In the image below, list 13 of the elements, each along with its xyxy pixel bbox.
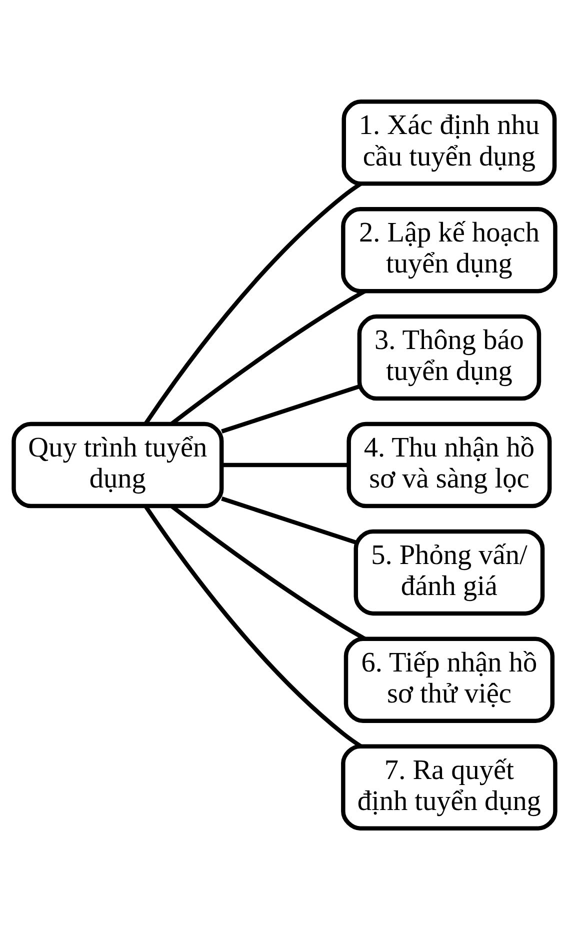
connector — [144, 182, 362, 425]
node-box: Quy trình tuyển dụng — [12, 422, 224, 508]
node-box: 7. Ra quyết định tuyển dụng — [341, 744, 558, 830]
connector — [144, 505, 362, 748]
node-box: 6. Tiếp nhận hồ sơ thử việc — [344, 636, 555, 724]
node-box: 4. Thu nhận hồ sơ và sàng lọc — [346, 422, 552, 508]
node-box: 1. Xác định nhu cầu tuyển dụng — [342, 100, 557, 186]
connector — [221, 384, 360, 434]
node-box: 3. Thông báo tuyển dụng — [357, 314, 542, 401]
node-box: 5. Phỏng vấn/ đánh giá — [354, 529, 545, 616]
connector — [221, 496, 356, 544]
node-box: 2. Lập kế hoạch tuyển dụng — [341, 206, 558, 294]
connector — [222, 462, 349, 468]
